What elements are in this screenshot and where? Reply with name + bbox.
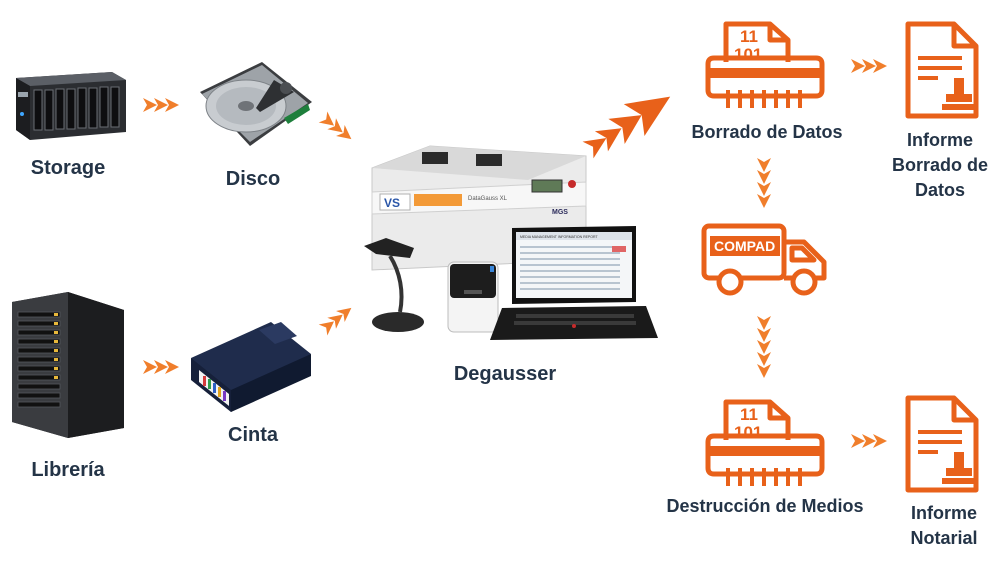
informe-notarial-label: Informe Notarial (884, 501, 1000, 551)
arrow-truck-destruccion (757, 316, 771, 378)
binary-bottom: 101 (734, 45, 762, 64)
tape-cartridge-icon (191, 322, 311, 412)
libreria-node (8, 290, 126, 440)
informe-borrado-line-2: Borrado de (891, 155, 988, 175)
cinta-node (187, 318, 315, 416)
arrow-borrado-informe (851, 59, 887, 73)
arrow-degausser-borrado (582, 96, 671, 159)
informe-notarial-line-1: Informe (910, 503, 977, 523)
informe-borrado-line-3: Datos (914, 180, 965, 200)
destruccion-node: 11 101 (702, 396, 828, 492)
borrado-label: Borrado de Datos (691, 122, 843, 142)
device-logo: MGS (552, 209, 568, 216)
informe-notarial-node (902, 392, 984, 496)
document-seal-icon-2 (905, 395, 979, 493)
document-seal-icon (905, 21, 979, 119)
arrow-destruccion-notarial (851, 434, 887, 448)
disco-node (190, 58, 315, 150)
arrow-borrado-truck (757, 158, 771, 208)
truck-node: COMPAD (700, 220, 830, 298)
informe-notarial-line-2: Notarial (910, 528, 978, 548)
shredder-icon-2: 11 101 (705, 399, 825, 486)
informe-borrado-node (902, 18, 984, 122)
degausser-label: Degausser (453, 363, 557, 385)
degausser-group: VS DataGauss XL MGS MEDIA MANAGEMENT INF… (360, 142, 660, 347)
destruccion-label: Destrucción de Medios (666, 496, 864, 516)
arrow-disco-degausser (318, 111, 356, 145)
device-model: DataGauss XL (468, 196, 508, 202)
libreria-label: Librería (31, 459, 105, 481)
binary-bottom-2: 101 (734, 423, 762, 442)
disco-label: Disco (225, 168, 281, 190)
tower-server-icon (12, 292, 124, 438)
truck-icon: COMPAD (701, 223, 827, 296)
binary-top: 11 (740, 27, 758, 46)
cinta-label: Cinta (228, 424, 278, 446)
informe-borrado-line-1: Informe (906, 130, 973, 150)
device-brand: VS (384, 196, 400, 210)
hard-disk-icon (200, 62, 312, 146)
arrow-cinta-degausser (318, 302, 356, 336)
storage-node (12, 70, 130, 142)
nas-storage-icon (16, 72, 126, 140)
arrow-storage-disco (143, 98, 179, 112)
binary-top-2: 11 (740, 405, 758, 424)
storage-label: Storage (30, 157, 106, 179)
arrow-libreria-cinta (143, 360, 179, 374)
shredder-icon: 11 101 (705, 21, 825, 108)
screen-title: MEDIA MANAGEMENT INFORMATION REPORT (520, 235, 598, 239)
borrado-node: 11 101 (702, 18, 828, 114)
truck-brand: COMPAD (714, 238, 775, 254)
informe-borrado-label: Informe Borrado de Datos (880, 128, 1000, 203)
degausser-device-icon: VS DataGauss XL MGS MEDIA MANAGEMENT INF… (364, 145, 658, 340)
